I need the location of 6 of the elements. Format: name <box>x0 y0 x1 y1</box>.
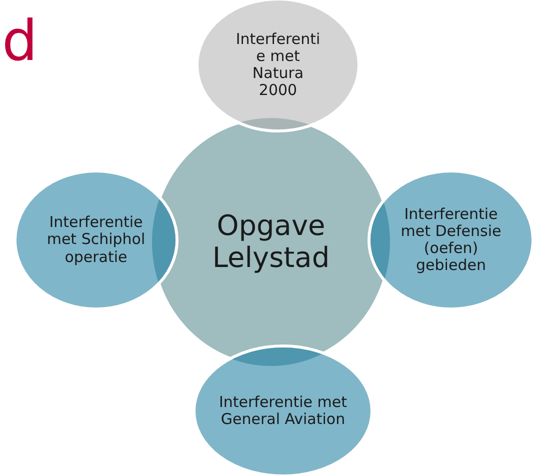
topic-label: Interferentie met General Aviation <box>218 394 348 428</box>
topic-label: Interferentie met Defensie (oefen) gebieden <box>400 206 502 274</box>
center-label: Opgave Lelystad <box>211 210 331 274</box>
topic-label: Interferentie met Natura 2000 <box>235 30 321 100</box>
title: d <box>2 12 38 72</box>
topic-label: Interferentie met Schiphol operatie <box>46 214 146 266</box>
